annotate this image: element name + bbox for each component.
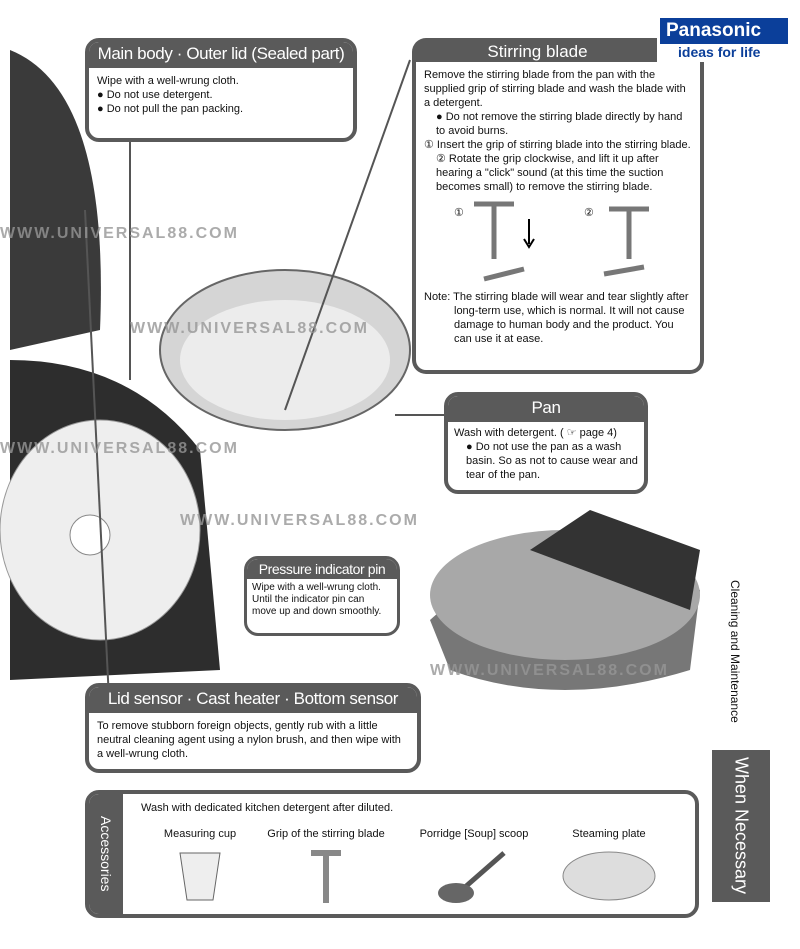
accessory-label: Measuring cup [163, 828, 237, 840]
callout-title: Lid sensor · Cast heater · Bottom sensor [89, 687, 417, 713]
section-tab: When Necessary [712, 750, 770, 902]
accessory-scoop: Porridge [Soup] scoop [409, 828, 539, 908]
callout-title: Pan [448, 396, 644, 422]
callout-text: ● Do not remove the stirring blade direc… [436, 111, 683, 137]
callout-text: ① Insert the grip of stirring blade into… [424, 139, 691, 151]
stirring-blade-callout: Remove the stirring blade from the pan w… [412, 62, 704, 374]
accessories-label: Accessories [89, 794, 123, 914]
watermark: WWW.UNIVERSAL88.COM [430, 662, 669, 679]
accessory-measuring-cup: Measuring cup [155, 828, 245, 903]
rice-cooker-illustration [0, 50, 700, 710]
accessory-label: Steaming plate [572, 828, 646, 840]
pan-callout: Pan Wash with detergent. ( ☞ page 4) ● D… [444, 392, 648, 494]
note-text: Note: The stirring blade will wear and t… [424, 291, 689, 345]
accessory-steaming-plate: Steaming plate [549, 828, 669, 903]
pressure-pin-callout: Pressure indicator pin Wipe with a well-… [244, 556, 400, 636]
accessories-intro: Wash with dedicated kitchen detergent af… [141, 802, 394, 814]
brand-name: Panasonic [660, 18, 788, 44]
callout-text: Wipe with a well-wrung cloth. [97, 75, 239, 87]
callout-text: ● Do not use the pan as a wash basin. So… [466, 441, 638, 481]
section-label: Cleaning and Maintenance [728, 580, 742, 723]
watermark: WWW.UNIVERSAL88.COM [180, 512, 419, 529]
callout-text: ● Do not pull the pan packing. [97, 103, 244, 115]
accessory-label: Porridge [Soup] scoop [419, 828, 529, 840]
callout-text: Wash with detergent. ( ☞ page 4) [454, 427, 617, 439]
scoop-icon [438, 851, 506, 903]
callout-title: Pressure indicator pin [247, 559, 397, 579]
callout-text: Until the indicator pin can [252, 594, 365, 605]
callout-title: Stirring blade [487, 42, 588, 61]
brand-logo: Panasonic ideas for life [660, 18, 788, 60]
steaming-plate-icon [562, 851, 656, 901]
watermark: WWW.UNIVERSAL88.COM [130, 320, 369, 337]
callout-title: Main body · Outer lid (Sealed part) [89, 42, 353, 68]
accessory-grip: Grip of the stirring blade [261, 828, 391, 908]
callout-text: To remove stubborn foreign objects, gent… [97, 720, 401, 760]
figure-label: ① [454, 207, 464, 219]
accessory-label: Grip of the stirring blade [267, 828, 385, 840]
main-body-callout: Main body · Outer lid (Sealed part) Wipe… [85, 38, 357, 142]
callout-text: Wipe with a well-wrung cloth. [252, 582, 381, 593]
measuring-cup-icon [179, 852, 221, 901]
callout-text: ② Rotate the grip clockwise, and lift it… [436, 153, 664, 193]
grip-icon [311, 850, 341, 903]
blade-removal-figure [474, 201, 649, 282]
callout-text: Remove the stirring blade from the pan w… [424, 69, 686, 109]
accessories-panel: Accessories Wash with dedicated kitchen … [85, 790, 699, 918]
brand-tagline: ideas for life [660, 44, 788, 60]
callout-text: move up and down smoothly. [252, 606, 382, 617]
lid-sensor-callout: Lid sensor · Cast heater · Bottom sensor… [85, 683, 421, 773]
figure-label: ② [584, 207, 594, 219]
watermark: WWW.UNIVERSAL88.COM [0, 225, 239, 242]
watermark: WWW.UNIVERSAL88.COM [0, 440, 239, 457]
callout-text: ● Do not use detergent. [97, 89, 213, 101]
